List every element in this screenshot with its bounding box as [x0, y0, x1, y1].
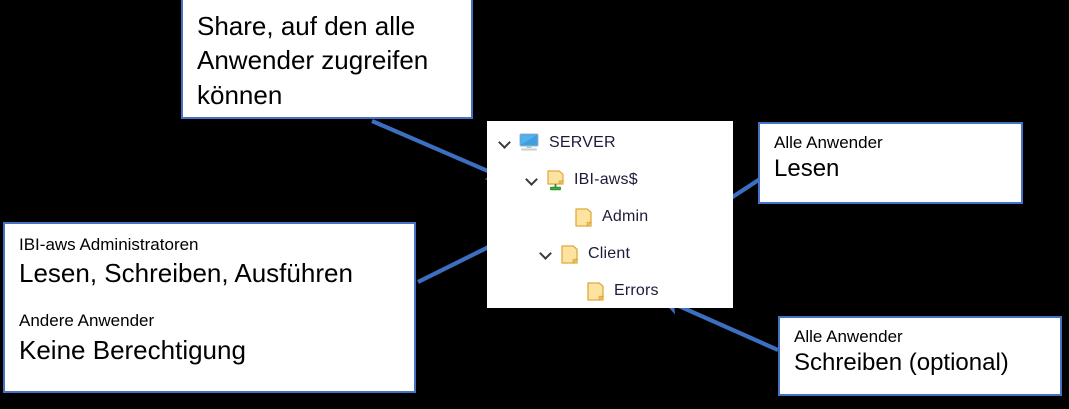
other-users-label: Andere Anwender	[19, 311, 155, 331]
admin-permissions-callout: IBI-aws Administratoren Lesen, Schreiben…	[3, 222, 416, 393]
folder-icon	[586, 281, 606, 302]
write-permission-value: Schreiben (optional)	[794, 349, 1009, 377]
tree-node-ibi-aws[interactable]: IBI-aws$	[524, 166, 638, 194]
write-users-label: Alle Anwender	[794, 327, 903, 346]
folder-icon	[560, 244, 580, 265]
chevron-down-icon[interactable]	[538, 246, 554, 262]
file-explorer-tree: SERVER IBI-aws$ Admin	[487, 121, 733, 308]
share-callout-line-2: Anwender zugreifen	[197, 45, 429, 76]
callout-spacer	[19, 290, 400, 310]
share-callout-line-1: Share, auf den alle	[197, 11, 416, 41]
share-callout-line-3: können	[197, 79, 283, 110]
monitor-icon	[519, 133, 541, 153]
read-users-label: Alle Anwender	[774, 133, 883, 152]
folder-icon	[574, 207, 594, 228]
tree-node-ibi-aws-label: IBI-aws$	[574, 171, 638, 188]
tree-node-errors[interactable]: Errors	[564, 277, 659, 305]
write-permission-callout: Alle Anwender Schreiben (optional)	[778, 316, 1062, 396]
tree-node-admin[interactable]: Admin	[552, 203, 648, 231]
shared-folder-icon	[546, 169, 566, 191]
tree-node-admin-label: Admin	[602, 208, 649, 225]
other-users-permissions: Keine Berechtigung	[19, 334, 246, 365]
tree-node-server[interactable]: SERVER	[497, 129, 616, 157]
tree-node-server-label: SERVER	[549, 134, 616, 151]
read-permission-value: Lesen	[774, 155, 840, 183]
admin-group-label: IBI-aws Administratoren	[19, 235, 199, 254]
tree-node-client[interactable]: Client	[538, 240, 630, 268]
chevron-down-icon[interactable]	[524, 172, 540, 188]
share-callout: Share, auf den alle Anwender zugreifen k…	[181, 0, 473, 119]
admin-group-permissions: Lesen, Schreiben, Ausführen	[19, 258, 353, 289]
chevron-down-icon[interactable]	[497, 135, 513, 151]
read-permission-callout: Alle Anwender Lesen	[758, 122, 1023, 204]
tree-node-errors-label: Errors	[614, 282, 659, 299]
tree-node-client-label: Client	[588, 245, 631, 262]
arrow-share-to-ibiaws	[371, 119, 508, 180]
